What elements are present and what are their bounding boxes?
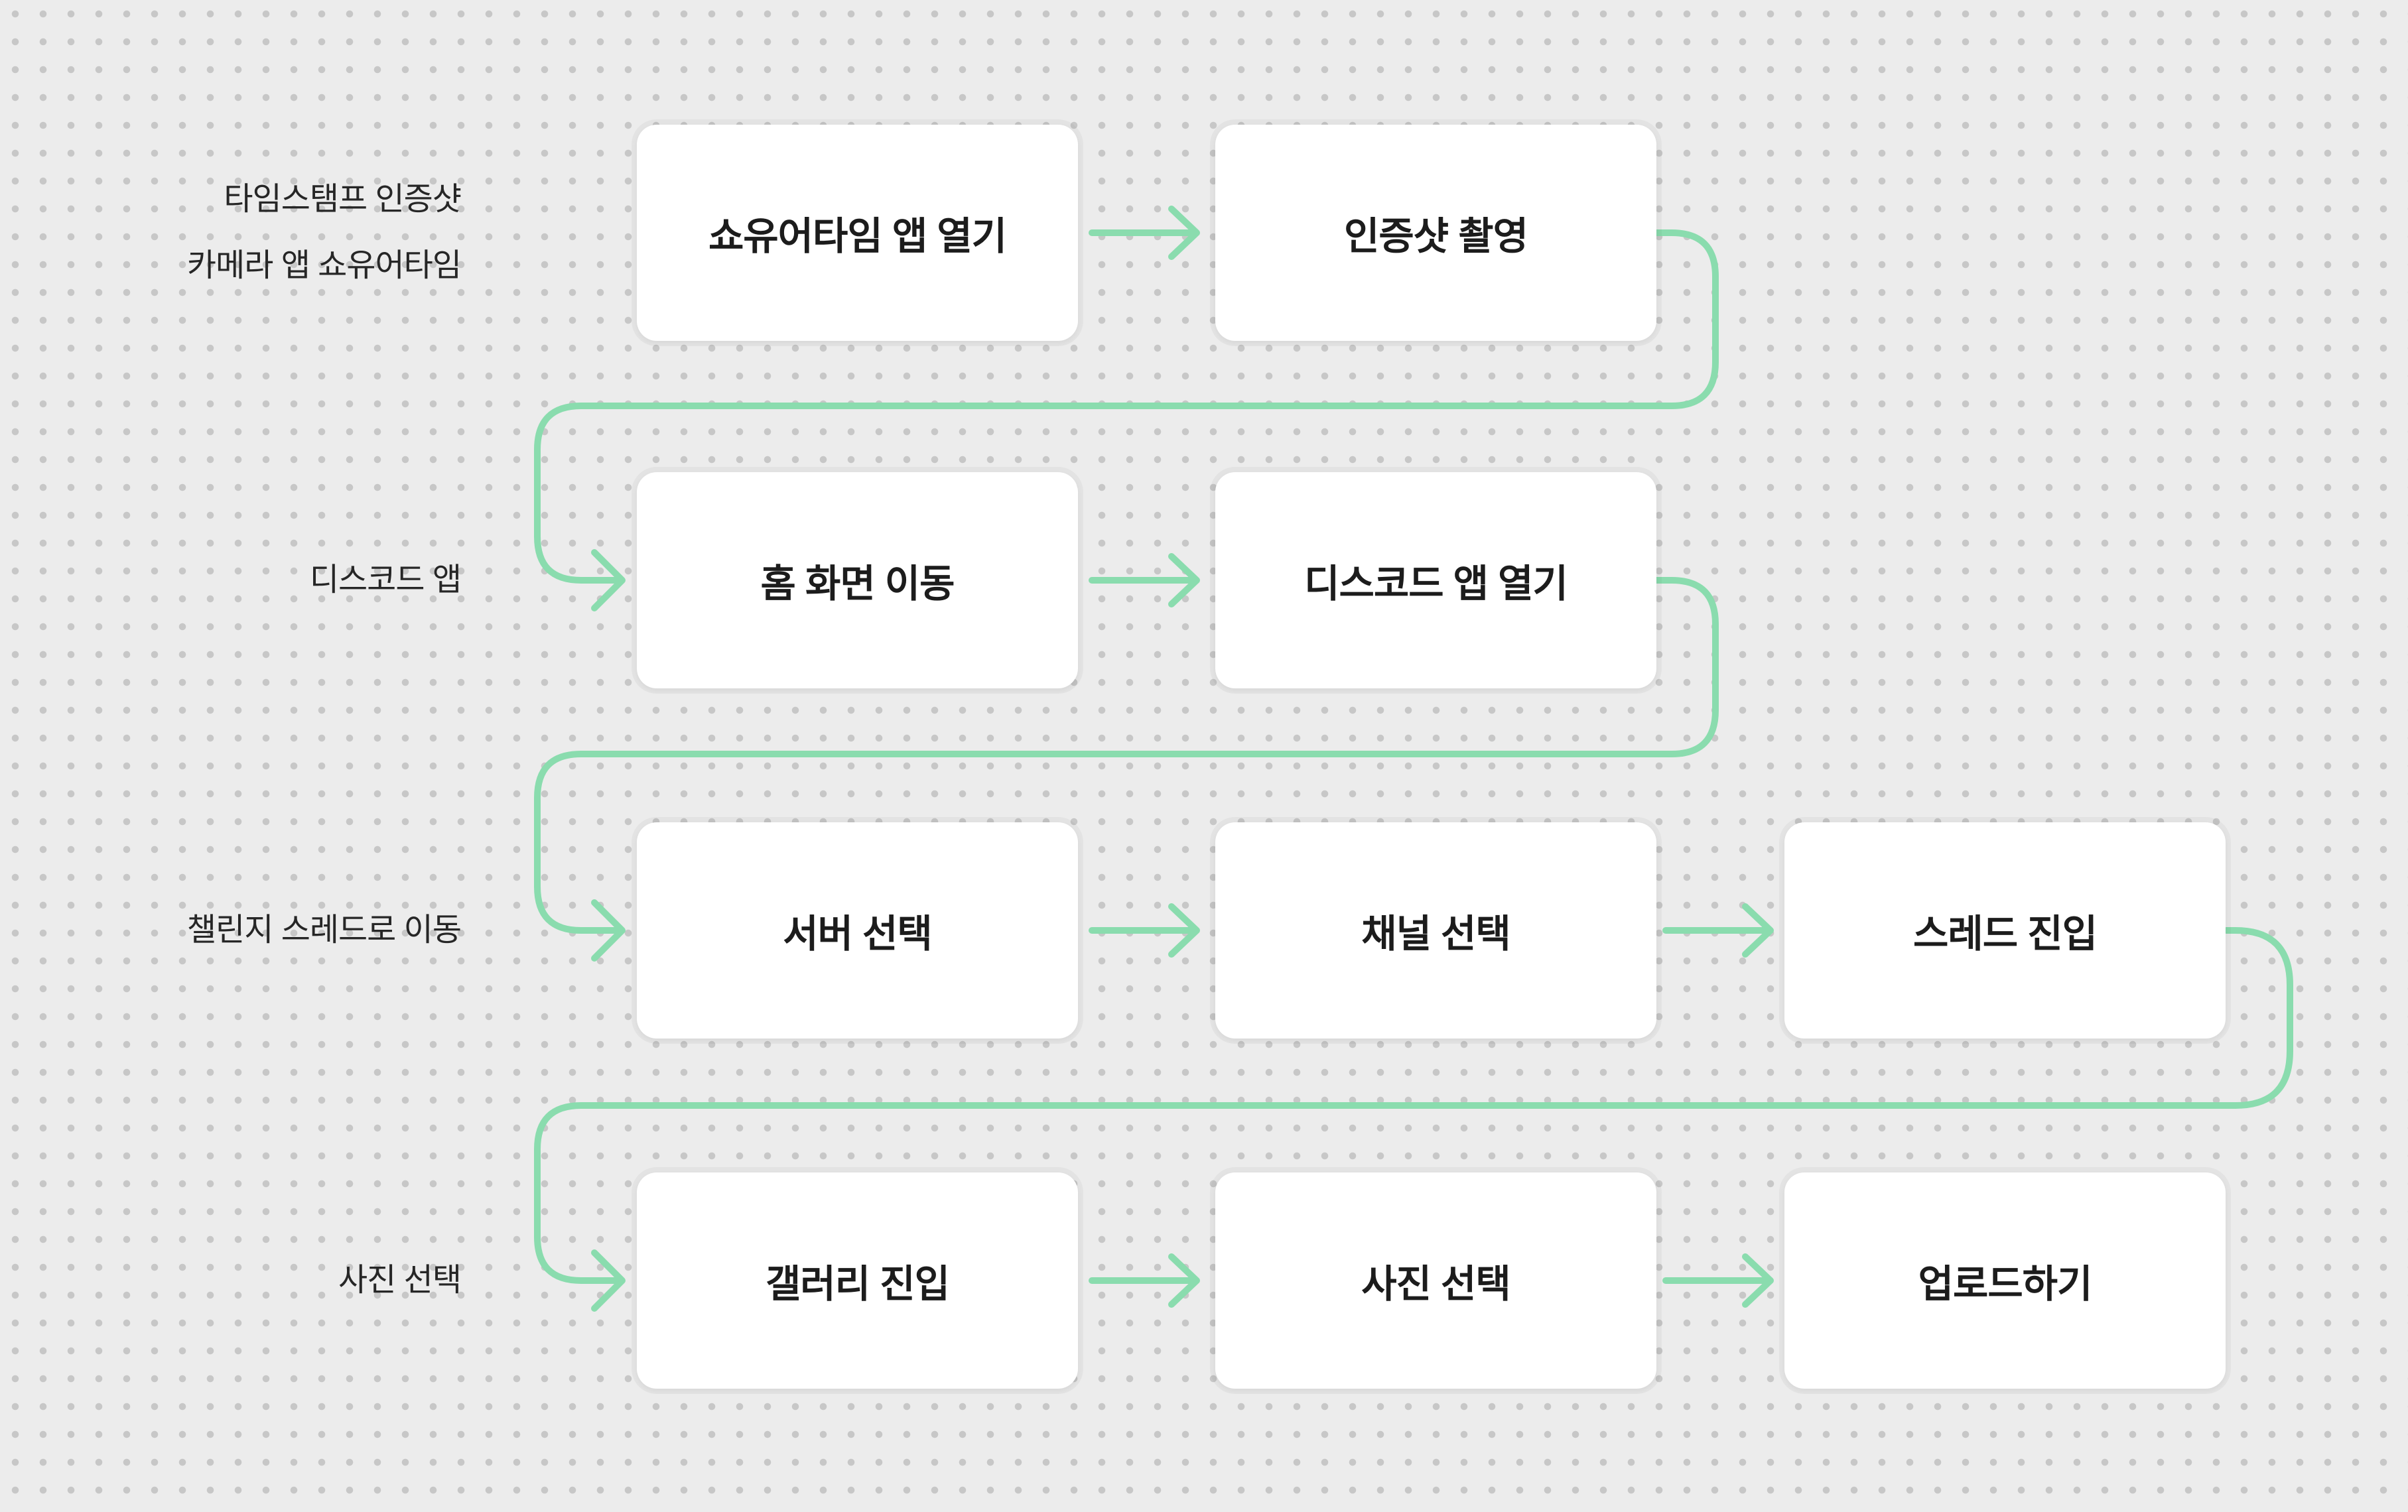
arrow-row2-step1-step2 bbox=[1089, 553, 1200, 607]
step-node-upload[interactable]: 업로드하기 bbox=[1784, 1172, 2226, 1389]
step-node-select-channel[interactable]: 채널 선택 bbox=[1215, 822, 1656, 1039]
step-node-label: 채널 선택 bbox=[1361, 913, 1511, 956]
arrow-row3-step2-step3 bbox=[1662, 903, 1774, 958]
step-node-label: 서버 선택 bbox=[783, 913, 933, 956]
step-node-label: 갤러리 진입 bbox=[766, 1263, 950, 1306]
step-node-go-home-screen[interactable]: 홈 화면 이동 bbox=[637, 472, 1078, 688]
row-label-3-line-1: 챌린지 스레드로 이동 bbox=[186, 913, 462, 948]
step-node-label: 인증샷 촬영 bbox=[1344, 215, 1528, 258]
arrow-row4-step2-step3 bbox=[1662, 1253, 1774, 1308]
step-node-enter-thread[interactable]: 스레드 진입 bbox=[1784, 822, 2226, 1039]
step-node-label: 쇼유어타임 앱 열기 bbox=[708, 215, 1007, 258]
row-label-4-line-1: 사진 선택 bbox=[338, 1263, 462, 1298]
step-node-label: 사진 선택 bbox=[1361, 1263, 1511, 1306]
step-node-open-discord[interactable]: 디스코드 앱 열기 bbox=[1215, 472, 1656, 688]
step-node-enter-gallery[interactable]: 갤러리 진입 bbox=[637, 1172, 1078, 1389]
row-label-2: 디스코드 앱 bbox=[40, 547, 462, 613]
step-node-label: 스레드 진입 bbox=[1913, 913, 2098, 956]
row-label-3: 챌린지 스레드로 이동 bbox=[40, 897, 462, 964]
arrow-row1-step1-step2 bbox=[1089, 206, 1200, 260]
row-label-1-line-2: 카메라 앱 쇼유어타임 bbox=[186, 248, 462, 283]
step-node-take-proof-shot[interactable]: 인증샷 촬영 bbox=[1215, 125, 1656, 341]
row-label-4: 사진 선택 bbox=[40, 1247, 462, 1314]
row-label-1: 타임스탬프 인증샷 카메라 앱 쇼유어타임 bbox=[40, 166, 462, 299]
step-node-select-server[interactable]: 서버 선택 bbox=[637, 822, 1078, 1039]
arrow-row3-step1-step2 bbox=[1089, 903, 1200, 958]
row-label-1-line-1: 타임스탬프 인증샷 bbox=[224, 182, 462, 217]
step-node-label: 디스코드 앱 열기 bbox=[1304, 562, 1568, 605]
step-node-label: 홈 화면 이동 bbox=[760, 562, 955, 605]
step-node-open-showyourtime[interactable]: 쇼유어타임 앱 열기 bbox=[637, 125, 1078, 341]
step-node-select-photo[interactable]: 사진 선택 bbox=[1215, 1172, 1656, 1389]
row-label-2-line-1: 디스코드 앱 bbox=[309, 562, 462, 598]
arrow-row4-step1-step2 bbox=[1089, 1253, 1200, 1308]
step-node-label: 업로드하기 bbox=[1918, 1263, 2093, 1306]
